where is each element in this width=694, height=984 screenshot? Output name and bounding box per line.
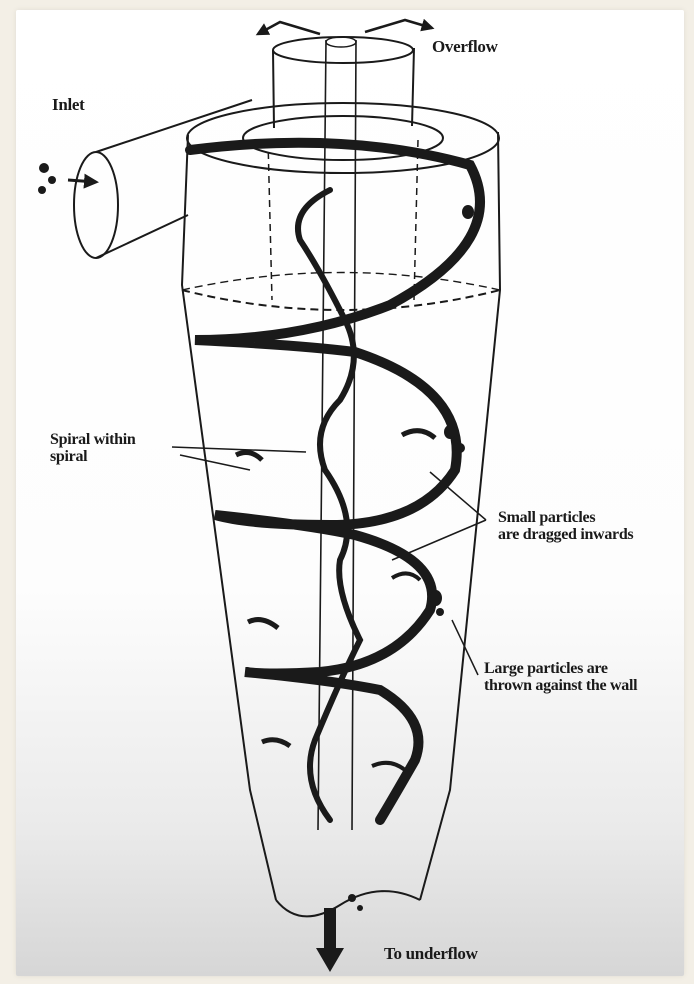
inner-spiral	[298, 190, 360, 820]
label-spiral-line1: Spiral within	[50, 432, 135, 449]
inlet-pipe	[96, 100, 252, 258]
cyclone-bottom-outlet	[276, 891, 420, 916]
label-inlet: Inlet	[52, 96, 85, 114]
label-large-line1: Large particles are	[484, 661, 637, 678]
label-overflow: Overflow	[432, 38, 498, 56]
label-spiral-line2: spiral	[50, 449, 135, 466]
label-small-particles: Small particles are dragged inwards	[498, 510, 633, 544]
label-large-line2: thrown against the wall	[484, 678, 637, 695]
label-small-line2: are dragged inwards	[498, 527, 633, 544]
label-large-particles: Large particles are thrown against the w…	[484, 661, 637, 695]
label-small-line1: Small particles	[498, 510, 633, 527]
underflow-arrow	[316, 908, 344, 972]
label-to-underflow: To underflow	[384, 945, 478, 963]
label-spiral-within-spiral: Spiral within spiral	[50, 432, 135, 466]
